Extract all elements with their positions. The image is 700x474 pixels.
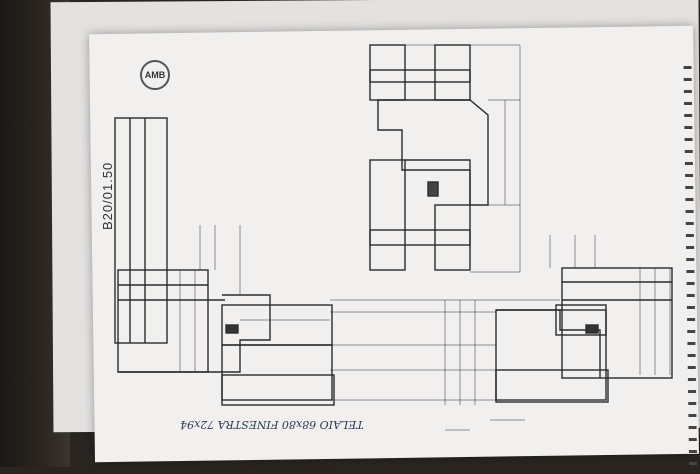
logo-text: AMB	[144, 70, 166, 80]
dimension-lines	[179, 44, 671, 431]
drawing-code: B20/01.50	[100, 161, 115, 230]
left-profile	[117, 269, 335, 406]
title-block-frame	[114, 117, 168, 344]
top-profile	[369, 44, 489, 271]
company-logo: AMB	[140, 60, 170, 90]
handwritten-note: TELAIO 68x80 FINESTRA 72x94	[180, 418, 364, 431]
right-profile	[495, 267, 673, 403]
